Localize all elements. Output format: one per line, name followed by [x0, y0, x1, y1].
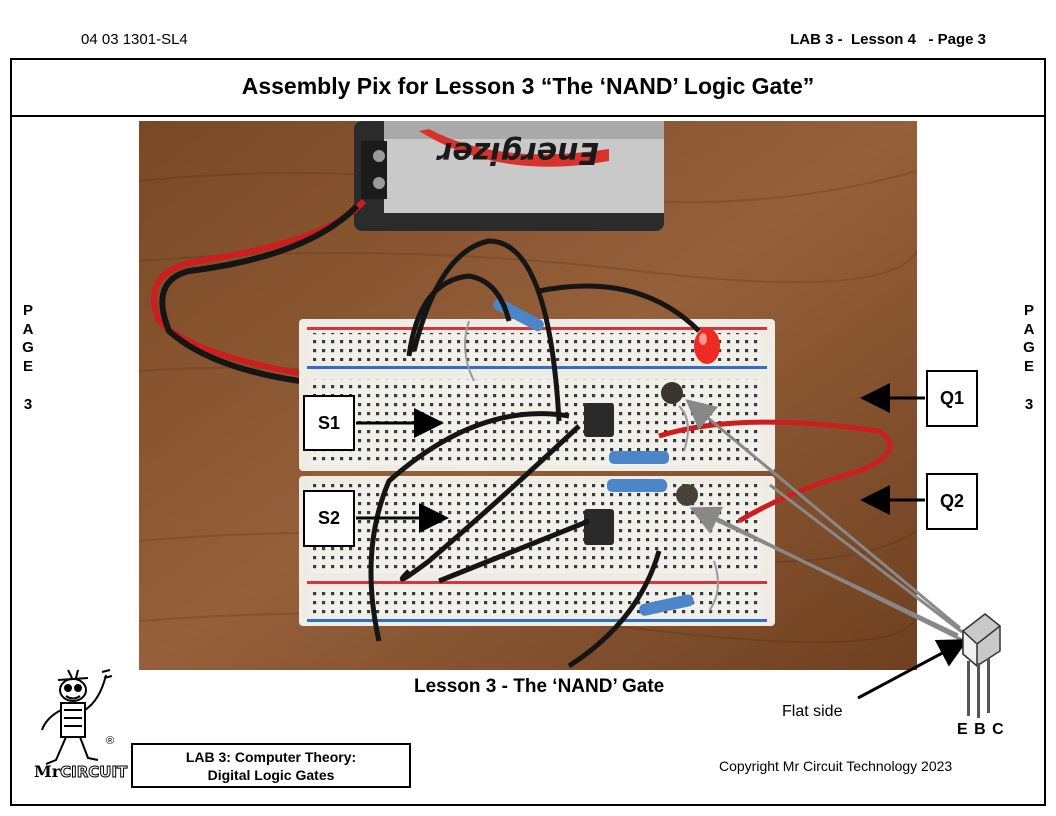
- copyright: Copyright Mr Circuit Technology 2023: [719, 758, 953, 774]
- side-letter: P: [22, 302, 33, 319]
- label-s1: S1: [303, 395, 355, 451]
- logo-wordmark: MrCIRCUIT: [34, 762, 128, 782]
- page-reference: LAB 3 - Lesson 4 - Page 3: [790, 31, 986, 48]
- jumper-wires: [368, 238, 701, 669]
- switch-s1: [584, 403, 614, 437]
- course-line-1: LAB 3: Computer Theory:: [185, 748, 357, 765]
- transistor-diagram: [962, 613, 1001, 718]
- battery-brand: Energizer: [435, 135, 599, 170]
- logo-mr: Mr: [34, 762, 61, 781]
- course-line-2: Digital Logic Gates: [207, 766, 335, 783]
- side-letter: P: [1023, 302, 1034, 319]
- side-letter: E: [22, 357, 33, 375]
- side-label-left: P A G E 3: [18, 302, 38, 415]
- logo-circuit: CIRCUIT: [60, 763, 128, 782]
- switch-s2: [584, 509, 614, 545]
- transistor-q2: [676, 484, 698, 506]
- side-letter: G: [22, 339, 34, 356]
- label-q2: Q2: [926, 473, 978, 530]
- side-page-number: 3: [23, 396, 33, 413]
- document-id: 04 03 1301-SL4: [81, 31, 188, 48]
- side-letter: E: [1023, 357, 1034, 375]
- course-box: LAB 3: Computer Theory: Digital Logic Ga…: [131, 743, 411, 788]
- resistor: [493, 298, 694, 616]
- page-frame: [10, 58, 1046, 806]
- led: [694, 328, 720, 364]
- photo-caption: Lesson 3 - The ‘NAND’ Gate: [414, 676, 665, 697]
- mr-circuit-logo: [41, 669, 113, 765]
- side-page-number: 3: [1024, 396, 1034, 413]
- side-label-right: P A G E 3: [1019, 302, 1039, 415]
- label-s2: S2: [303, 490, 355, 547]
- transistor-pins-label: E B C: [957, 721, 1005, 738]
- label-q1: Q1: [926, 370, 978, 427]
- registered-mark: ®: [106, 735, 115, 747]
- side-letter: A: [1023, 320, 1035, 338]
- assembly-photo: Energizer: [139, 121, 917, 670]
- battery: Energizer: [354, 121, 664, 231]
- side-letter: A: [22, 320, 34, 338]
- transistor-q1: [661, 382, 683, 404]
- side-letter: G: [1023, 339, 1035, 356]
- flat-side-label: Flat side: [782, 703, 843, 720]
- title-bar: Assembly Pix for Lesson 3 “The ‘NAND’ Lo…: [10, 58, 1046, 117]
- page-title: Assembly Pix for Lesson 3 “The ‘NAND’ Lo…: [241, 73, 815, 99]
